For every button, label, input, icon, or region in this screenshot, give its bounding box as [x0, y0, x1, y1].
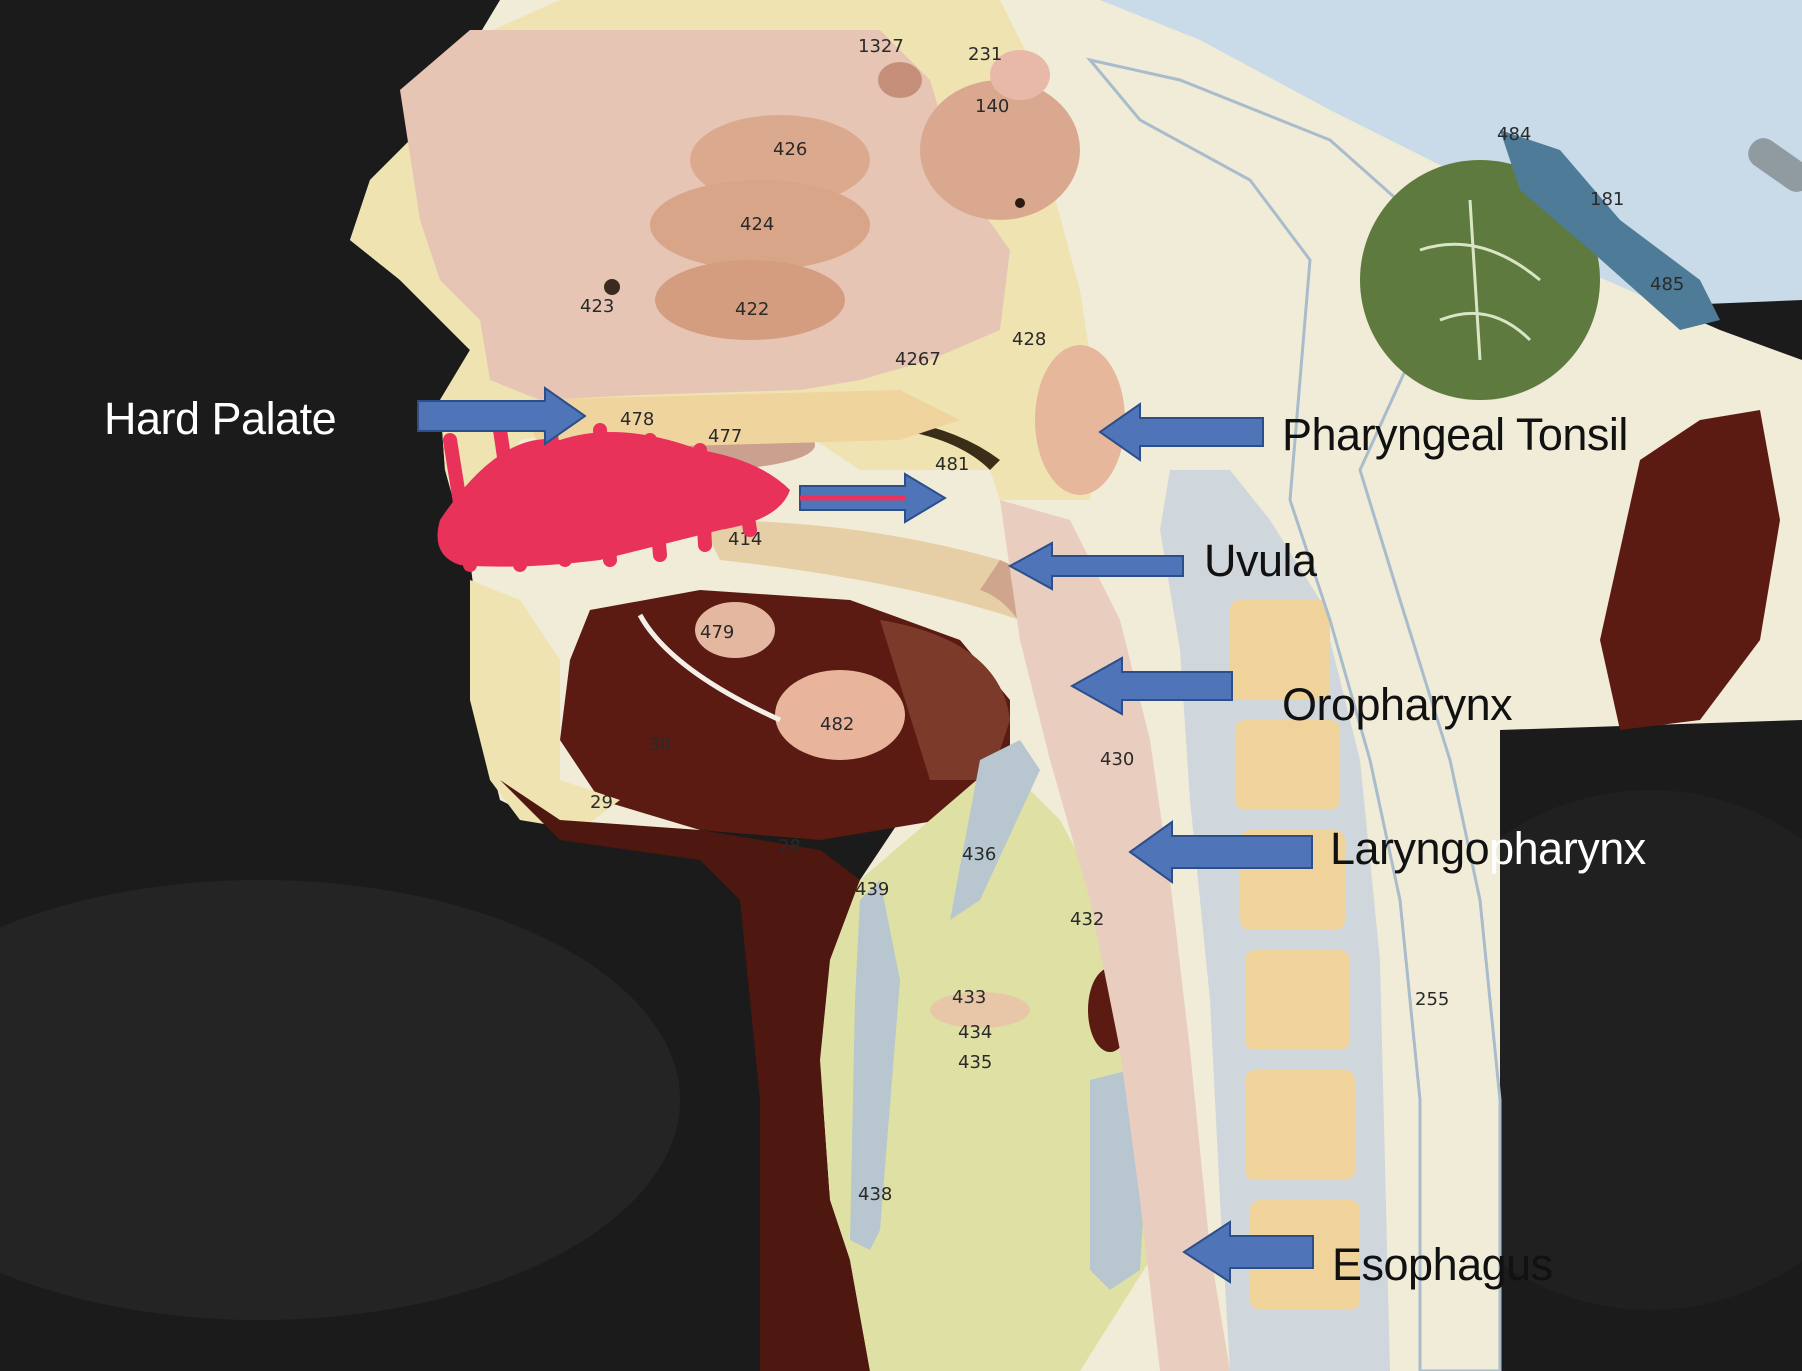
svg-text:478: 478	[620, 409, 654, 430]
svg-text:481: 481	[935, 454, 969, 475]
laryngopharynx-label-light-part: pharynx	[1489, 823, 1646, 874]
svg-text:422: 422	[735, 299, 769, 320]
laryngopharynx-label-dark-part: Laryngo	[1330, 823, 1490, 874]
svg-text:4267: 4267	[895, 349, 941, 370]
svg-text:432: 432	[1070, 909, 1104, 930]
hard-palate-label: Hard Palate	[104, 393, 337, 444]
svg-text:439: 439	[855, 879, 889, 900]
svg-text:435: 435	[958, 1052, 992, 1073]
pharyngeal-tonsil-label: Pharyngeal Tonsil	[1282, 409, 1628, 460]
laryngopharynx-arrow	[1128, 820, 1313, 884]
svg-text:423: 423	[580, 296, 614, 317]
hard-palate-arrow	[417, 386, 587, 446]
uvula-arrow	[1007, 541, 1184, 591]
laryngopharynx-label: Laryngopharynx	[1330, 824, 1646, 874]
svg-text:430: 430	[1100, 749, 1134, 770]
svg-text:484: 484	[1497, 124, 1531, 145]
svg-text:1327: 1327	[858, 36, 904, 57]
svg-text:255: 255	[1415, 989, 1449, 1010]
esophagus-arrow	[1182, 1220, 1314, 1284]
svg-text:436: 436	[962, 844, 996, 865]
svg-text:231: 231	[968, 44, 1002, 65]
soft-palate-arrow	[799, 472, 947, 524]
svg-text:434: 434	[958, 1022, 992, 1043]
svg-text:181: 181	[1590, 189, 1624, 210]
oropharynx-label: Oropharynx	[1282, 679, 1513, 730]
svg-text:30: 30	[648, 734, 671, 755]
svg-text:29: 29	[590, 792, 613, 813]
oropharynx-arrow	[1069, 656, 1233, 716]
svg-text:482: 482	[820, 714, 854, 735]
svg-text:433: 433	[952, 987, 986, 1008]
red-scribble-redaction	[437, 418, 790, 572]
pharyngeal-tonsil-arrow	[1098, 402, 1264, 462]
svg-text:426: 426	[773, 139, 807, 160]
uvula-label: Uvula	[1204, 535, 1317, 586]
svg-text:140: 140	[975, 96, 1009, 117]
svg-text:28: 28	[778, 836, 801, 857]
svg-text:438: 438	[858, 1184, 892, 1205]
svg-text:479: 479	[700, 622, 734, 643]
svg-text:428: 428	[1012, 329, 1046, 350]
svg-text:485: 485	[1650, 274, 1684, 295]
esophagus-label: Esophagus	[1332, 1239, 1553, 1290]
svg-text:477: 477	[708, 426, 742, 447]
svg-text:424: 424	[740, 214, 774, 235]
